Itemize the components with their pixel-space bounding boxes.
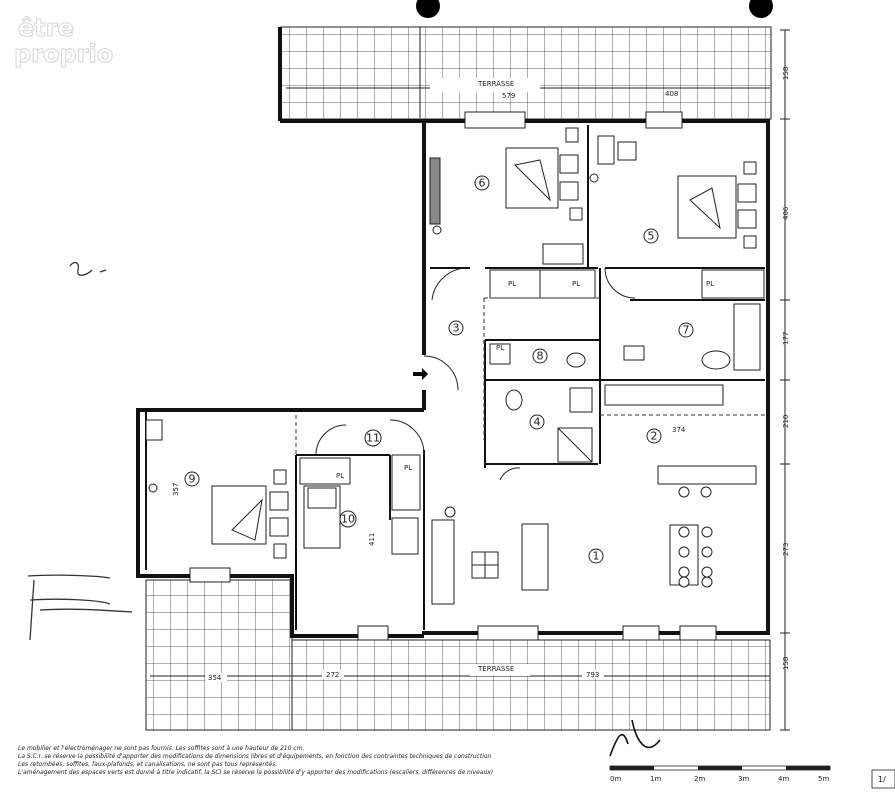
scale-label-2: 2m xyxy=(694,775,705,783)
room-4-marker: 4 xyxy=(529,414,545,430)
dim-bottom-1: 354 xyxy=(208,674,222,682)
room-markers: 1 2 3 4 5 6 7 8 9 10 11 xyxy=(184,175,694,564)
dim-room9-height: 357 xyxy=(172,483,180,496)
svg-text:7: 7 xyxy=(683,324,690,337)
binder-hole-right xyxy=(749,0,773,18)
svg-text:6: 6 xyxy=(479,177,486,190)
terrace-top: TERRASSE 579 408 xyxy=(280,26,772,120)
svg-text:3: 3 xyxy=(453,322,460,335)
svg-text:10: 10 xyxy=(341,513,355,526)
room-8-marker: 8 xyxy=(532,348,548,364)
dim-right-5: 273 xyxy=(782,543,790,556)
pl-label-2: PL xyxy=(572,280,580,288)
interior-walls xyxy=(295,125,765,630)
pl-label-6: PL xyxy=(404,464,412,472)
room-11-marker: 11 xyxy=(364,429,382,447)
handwritten-marks xyxy=(27,261,661,757)
pl-label-5: PL xyxy=(336,472,344,480)
room-3-marker: 3 xyxy=(448,320,464,336)
dim-right-1: 158 xyxy=(782,67,790,80)
right-dimension-chain: 158 406 177 210 273 158 xyxy=(780,29,790,731)
room-9-marker: 9 xyxy=(184,471,200,487)
scale-label-1: 1m xyxy=(650,775,661,783)
placard-labels: PL PL PL PL PL PL xyxy=(336,280,714,480)
dim-right-4: 210 xyxy=(782,415,790,428)
svg-text:11: 11 xyxy=(366,432,380,445)
svg-text:2: 2 xyxy=(651,430,658,443)
furniture xyxy=(145,127,761,605)
scale-bar: 0m 1m 2m 3m 4m 5m xyxy=(609,765,831,783)
terrace-top-label: TERRASSE xyxy=(477,80,514,88)
room-10-marker: 10 xyxy=(339,510,357,528)
note-line-1: Le mobilier et l'électroménager ne sont … xyxy=(18,745,305,752)
dim-top-width-2: 408 xyxy=(665,90,678,98)
signature xyxy=(609,719,661,757)
windows xyxy=(189,111,717,641)
dim-room2-width: 374 xyxy=(672,426,686,434)
dim-right-2: 406 xyxy=(782,206,790,220)
pl-label-1: PL xyxy=(508,280,516,288)
dim-top-width-1: 579 xyxy=(502,92,515,100)
page-corner-label: 1/ xyxy=(878,775,886,784)
pl-label-3: PL xyxy=(706,280,714,288)
note-line-2: La S.C.I. se réserve la possibilité d'ap… xyxy=(18,753,492,760)
scale-label-3: 3m xyxy=(738,775,749,783)
terrace-bottom: TERRASSE 354 272 793 xyxy=(145,579,771,731)
note-line-3: Les retombées, soffites, faux-plafonds, … xyxy=(18,761,278,768)
terrace-bottom-label: TERRASSE xyxy=(477,665,514,673)
dim-bottom-3: 793 xyxy=(586,671,599,679)
dim-room10-height: 411 xyxy=(368,533,376,546)
svg-text:1: 1 xyxy=(593,550,600,563)
scale-label-5: 5m xyxy=(818,775,829,783)
note-line-4: L'aménagement des espaces verts est donn… xyxy=(18,769,494,776)
scale-label-4: 4m xyxy=(778,775,789,783)
room-1-marker: 1 xyxy=(588,548,604,564)
legal-notes: Le mobilier et l'électroménager ne sont … xyxy=(18,745,578,777)
watermark-logo: être proprio xyxy=(14,14,114,69)
room-6-marker: 6 xyxy=(474,175,490,191)
svg-text:8: 8 xyxy=(537,350,544,363)
room-7-marker: 7 xyxy=(678,322,694,338)
pl-label-4: PL xyxy=(496,344,504,352)
room-2-marker: 2 xyxy=(646,428,662,444)
door-swings xyxy=(315,267,636,481)
svg-text:4: 4 xyxy=(534,416,541,429)
page-corner-box xyxy=(871,769,895,789)
entrance-arrow-icon xyxy=(413,368,428,380)
watermark-line2: proprio xyxy=(14,40,113,68)
dim-right-6: 158 xyxy=(782,657,790,670)
dim-bottom-2: 272 xyxy=(326,671,339,679)
scale-label-0: 0m xyxy=(610,775,621,783)
svg-text:9: 9 xyxy=(189,473,196,486)
room-5-marker: 5 xyxy=(643,228,659,244)
binder-hole-left xyxy=(416,0,440,18)
svg-text:5: 5 xyxy=(648,230,655,243)
watermark-line1: être xyxy=(18,14,74,42)
dim-right-3: 177 xyxy=(782,332,790,345)
